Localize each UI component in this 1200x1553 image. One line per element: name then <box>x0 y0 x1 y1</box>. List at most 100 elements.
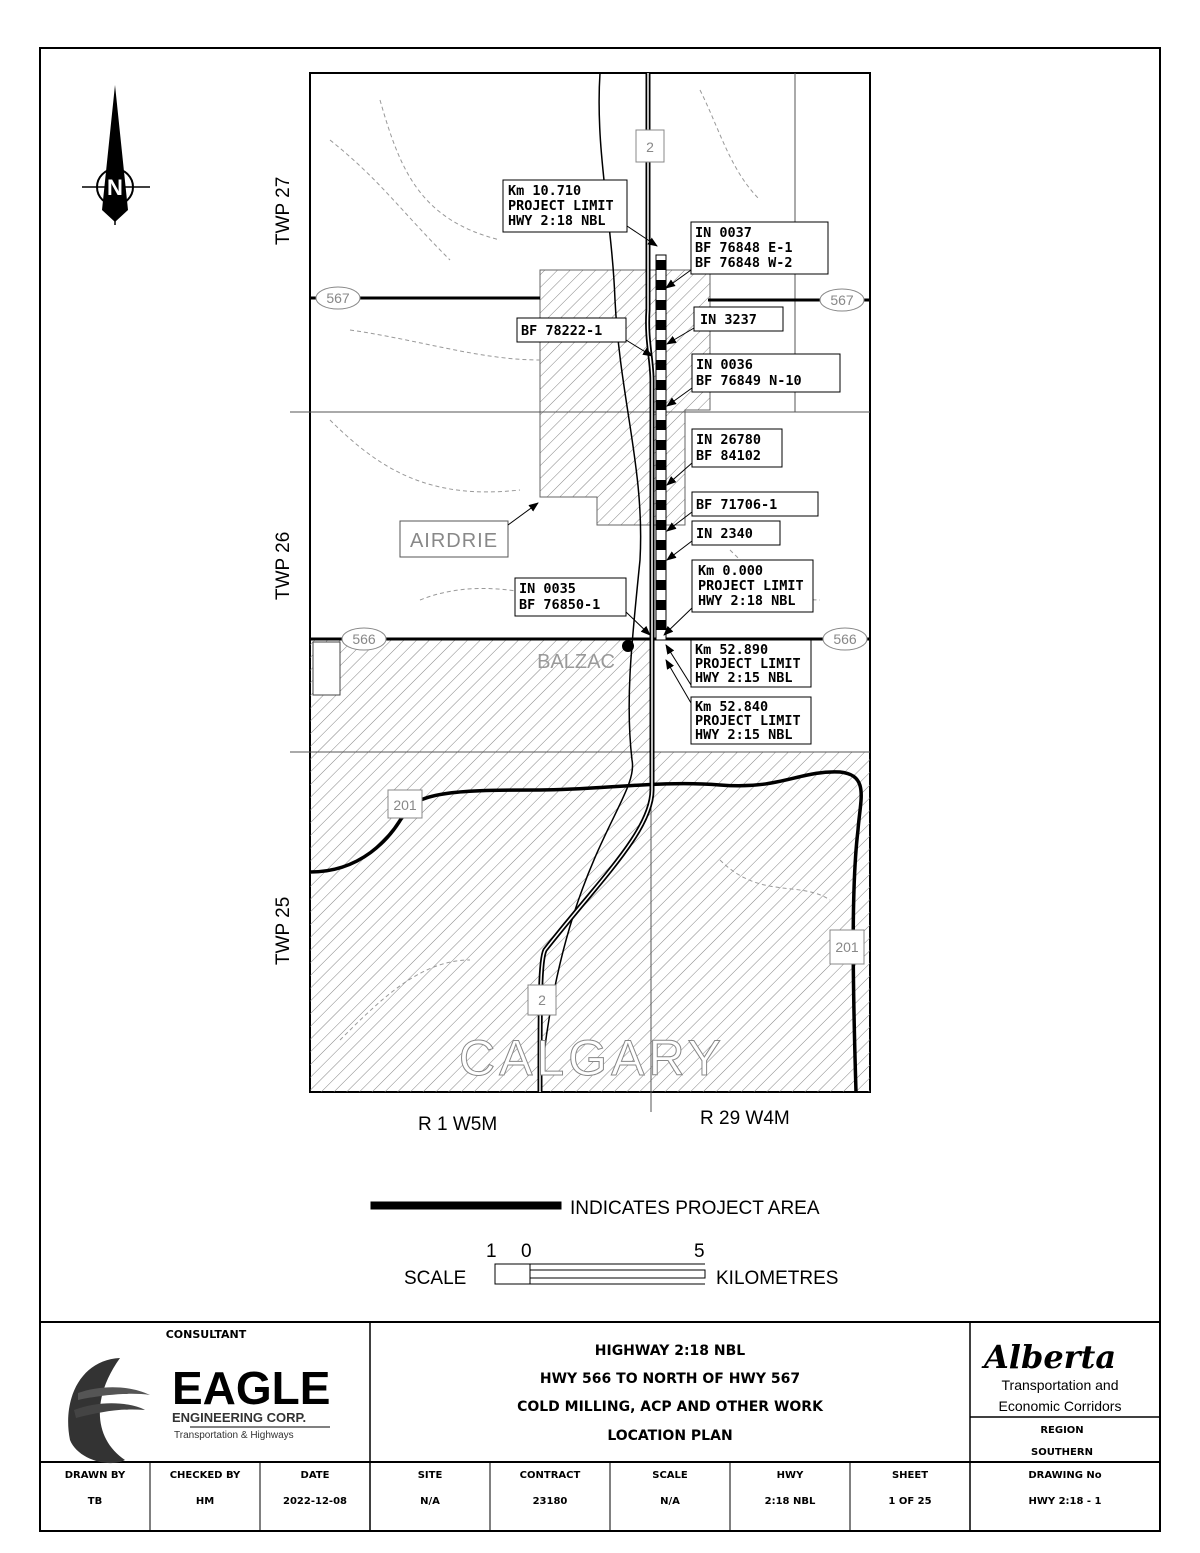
region-label: REGION <box>1040 1425 1083 1436</box>
shield-hwy567-east: 567 <box>830 292 854 308</box>
callout-in-3237: IN 3237 <box>666 306 784 345</box>
title-block: CONSULTANT EAGLE ENGINEERING CORP. Trans… <box>40 1321 1160 1531</box>
alberta-logo: Alberta <box>981 1338 1116 1376</box>
sheet-border <box>39 47 1161 1532</box>
drawn-by-value: TB <box>88 1496 102 1507</box>
label-text: IN 0035 <box>519 581 576 597</box>
label-text: PROJECT LIMIT <box>695 713 801 729</box>
label-text: Km 52.890 <box>695 642 768 658</box>
label-text: CONTRACT <box>520 1470 581 1481</box>
airdrie-label-box <box>399 520 509 558</box>
consultant-name: EAGLE <box>172 1362 330 1414</box>
range-r29-w4m: R 29 W4M <box>700 1108 790 1129</box>
label-text: IN 3237 <box>700 312 757 328</box>
label-text: DATE <box>301 1470 330 1481</box>
consultant-label: CONSULTANT <box>166 1328 247 1341</box>
label-text: PROJECT LIMIT <box>698 578 804 594</box>
label-text: HWY 2:18 NBL <box>698 593 796 609</box>
township-25: TWP 25 <box>273 897 294 965</box>
label-text: BF 76850-1 <box>519 597 600 613</box>
callout-bf-78222: BF 78222-1 <box>516 317 653 357</box>
sheet-value: 1 OF 25 <box>888 1496 931 1507</box>
shield-hwy201-west: 201 <box>393 797 417 813</box>
label-text: BF 76848 E-1 <box>695 240 793 256</box>
shield-hwy566-east: 566 <box>833 631 857 647</box>
label-text: PROJECT LIMIT <box>695 656 801 672</box>
township-26: TWP 26 <box>273 532 294 600</box>
label-text: CHECKED BY <box>170 1470 241 1481</box>
shield-hwy566-west: 566 <box>352 631 376 647</box>
agency-line-1: Transportation and <box>1002 1377 1119 1393</box>
label-text: HWY 2:18 NBL <box>508 213 606 229</box>
label-text: BF 78222-1 <box>521 323 602 339</box>
label-text: IN 26780 <box>696 432 761 448</box>
label-text: SCALE <box>652 1470 688 1481</box>
scale-tick-5: 5 <box>694 1241 705 1262</box>
place-airdrie: AIRDRIE <box>410 530 498 552</box>
scale-value: N/A <box>660 1496 680 1507</box>
label-text: BF 76848 W-2 <box>695 255 793 271</box>
shield-hwy2-north: 2 <box>646 139 654 155</box>
scale-tick-1: 1 <box>486 1241 497 1262</box>
legend: INDICATES PROJECT AREA SCALE 1 0 5 KILOM… <box>370 1198 838 1289</box>
title-line-2: HWY 566 TO NORTH OF HWY 567 <box>540 1371 800 1387</box>
label-text: SITE <box>418 1470 443 1481</box>
township-27: TWP 27 <box>273 177 294 245</box>
checked-by-value: HM <box>196 1496 214 1507</box>
place-balzac: BALZAC <box>537 651 615 673</box>
site-value: N/A <box>420 1496 440 1507</box>
highway-shields: 2 567 567 566 566 201 201 2 <box>315 129 868 1016</box>
callout-bf-71706: BF 71706-1 <box>666 491 819 532</box>
region-value: SOUTHERN <box>1031 1447 1093 1458</box>
north-label: N <box>107 175 123 200</box>
label-text: Km 52.840 <box>695 699 768 715</box>
label-text: HWY 2:15 NBL <box>695 670 793 686</box>
label-text: IN 0037 <box>695 225 752 241</box>
label-text: DRAWING No <box>1028 1470 1101 1481</box>
title-line-3: COLD MILLING, ACP AND OTHER WORK <box>517 1399 824 1415</box>
date-value: 2022-12-08 <box>283 1496 347 1507</box>
label-text: SHEET <box>892 1470 928 1481</box>
consultant-sub: ENGINEERING CORP. <box>172 1410 306 1425</box>
drawing-number-value: HWY 2:18 - 1 <box>1028 1496 1101 1507</box>
title-line-4: LOCATION PLAN <box>607 1428 732 1444</box>
label-text: IN 2340 <box>696 526 753 542</box>
range-r1-w5m: R 1 W5M <box>418 1114 497 1135</box>
label-text: PROJECT LIMIT <box>508 198 614 214</box>
contract-value: 23180 <box>533 1496 568 1507</box>
scale-units: KILOMETRES <box>716 1268 838 1289</box>
eagle-logo-icon <box>68 1358 150 1464</box>
scale-label: SCALE <box>404 1268 466 1289</box>
callout-in-2340: IN 2340 <box>666 520 781 561</box>
calgary-area <box>310 640 870 1092</box>
agency-line-2: Economic Corridors <box>999 1398 1122 1414</box>
label-text: Km 10.710 <box>508 183 581 199</box>
project-area-legend-swatch <box>370 1201 562 1210</box>
place-calgary: CALGARY <box>459 1030 725 1086</box>
label-text: HWY <box>777 1470 804 1481</box>
hwy-value: 2:18 NBL <box>765 1496 816 1507</box>
scale-bar <box>494 1263 706 1285</box>
project-area-legend-label: INDICATES PROJECT AREA <box>570 1198 820 1219</box>
title-line-1: HIGHWAY 2:18 NBL <box>595 1343 746 1359</box>
shield-hwy2-south: 2 <box>538 992 546 1008</box>
label-text: BF 84102 <box>696 448 761 464</box>
north-arrow-icon: N <box>82 85 150 225</box>
label-text: BF 71706-1 <box>696 497 777 513</box>
scale-tick-0: 0 <box>521 1241 532 1262</box>
consultant-tagline: Transportation & Highways <box>174 1430 294 1441</box>
grid-labels: TWP 27 TWP 26 TWP 25 R 1 W5M R 29 W4M <box>273 177 790 1135</box>
project-area-segment <box>655 254 667 641</box>
shield-hwy201-east: 201 <box>835 939 859 955</box>
drawing-title: HIGHWAY 2:18 NBL HWY 566 TO NORTH OF HWY… <box>517 1343 824 1444</box>
